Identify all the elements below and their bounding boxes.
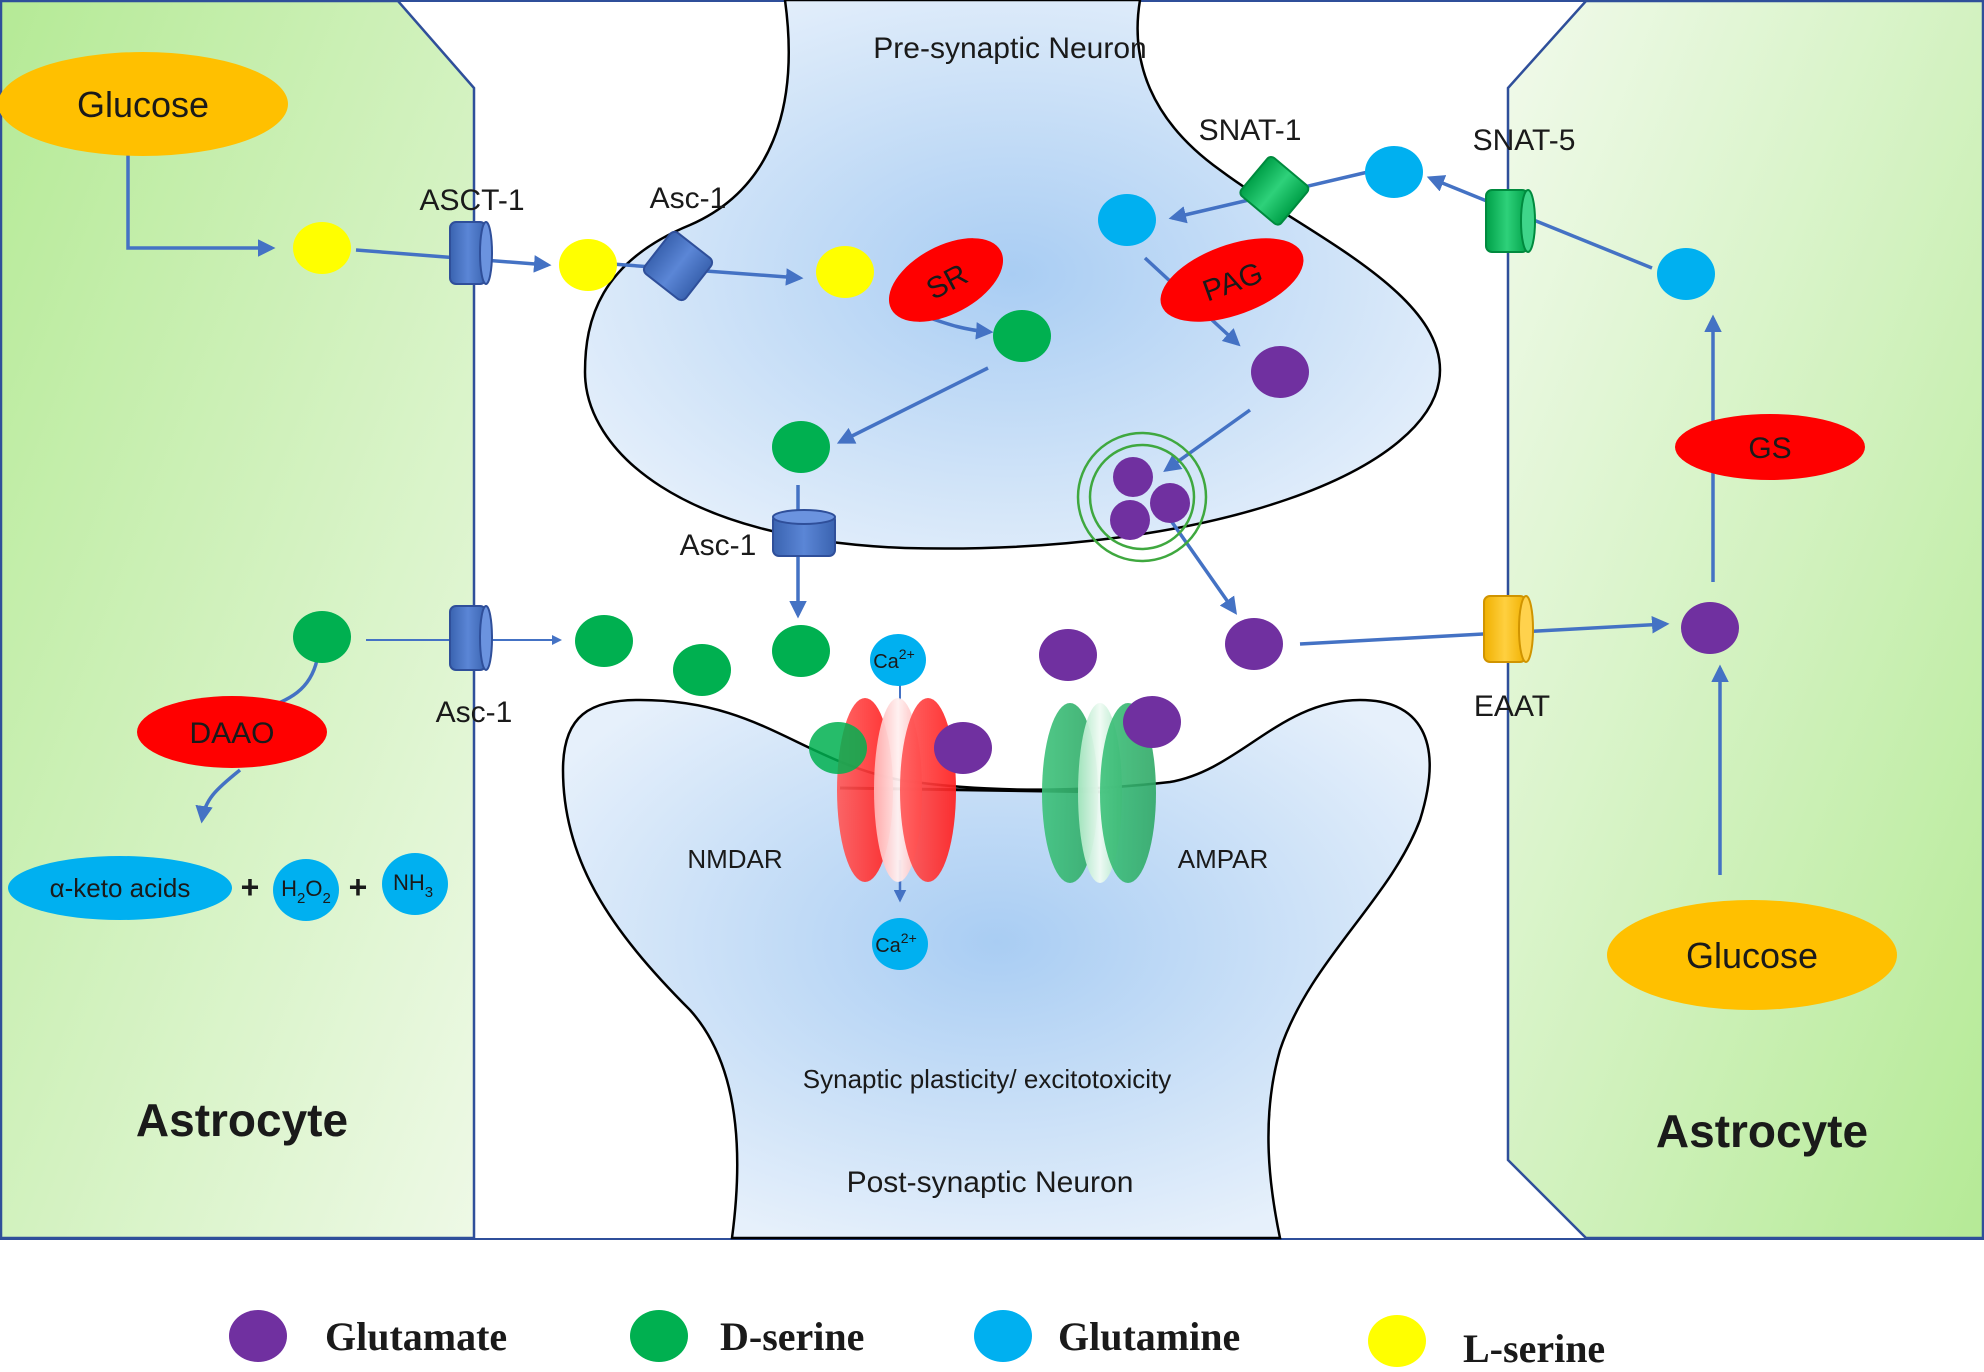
glucose-left-label: Glucose <box>77 84 209 125</box>
l-serine-dot <box>559 239 617 291</box>
glutamine-dot <box>1098 194 1156 246</box>
legend-item-glutamate: Glutamate <box>229 1310 507 1362</box>
calcium-top-base: Ca <box>873 651 899 673</box>
calcium-top-sup: 2+ <box>899 646 915 662</box>
labels: Pre-synaptic Neuron Post-synaptic Neuron… <box>136 32 1868 1199</box>
legend-item-glutamine: Glutamine <box>974 1310 1240 1362</box>
d-serine-dot <box>293 611 351 663</box>
transporter-eaat <box>1483 595 1534 663</box>
arrow-daao <box>195 768 242 824</box>
glutamate-vesicle-dot <box>1110 500 1150 540</box>
enzyme-daao: DAAO <box>137 696 327 768</box>
glutamate-dot <box>934 722 992 774</box>
nmdar-receptor <box>837 698 956 882</box>
arrow-dserine-down <box>836 366 989 444</box>
plus-sign: + <box>349 869 368 905</box>
glutamate-vesicle-dot <box>1113 457 1153 497</box>
nh3-base: NH <box>393 870 425 895</box>
transporter-asc1-left <box>449 605 493 671</box>
h2o2-sub1: 2 <box>297 890 305 907</box>
svg-text:Ca2+: Ca2+ <box>875 930 917 957</box>
glutamine-dot <box>1365 146 1423 198</box>
asc1-mid-label: Asc-1 <box>680 529 757 562</box>
transporter-asc1-mid <box>772 509 836 557</box>
arrow-snat5 <box>1426 175 1653 270</box>
astrocyte-left <box>0 0 476 1240</box>
molecules <box>293 146 1739 774</box>
asc1-left-label: Asc-1 <box>436 696 513 729</box>
pre-synaptic-label: Pre-synaptic Neuron <box>873 32 1146 65</box>
asct1-label: ASCT-1 <box>419 184 524 217</box>
legend-label-glutamine: Glutamine <box>1058 1314 1240 1359</box>
outcome-label: Synaptic plasticity/ excitotoxicity <box>803 1064 1171 1094</box>
nmdar-label: NMDAR <box>687 844 782 874</box>
synaptic-vesicle <box>1076 431 1208 563</box>
nh3-sub: 3 <box>425 884 433 901</box>
nh3-label: NH3 <box>393 870 433 901</box>
enzyme-gs: GS <box>1675 414 1865 480</box>
d-serine-dot <box>575 615 633 667</box>
calcium-bottom-sup: 2+ <box>901 930 917 946</box>
transporter-asct1 <box>449 221 493 285</box>
glutamate-vesicle-dot <box>1150 483 1190 523</box>
ampar-label: AMPAR <box>1178 844 1269 874</box>
glutamate-dot <box>1123 696 1181 748</box>
d-serine-dot <box>673 644 731 696</box>
asc1-top-label: Asc-1 <box>650 182 727 215</box>
calcium-bottom-base: Ca <box>875 935 901 957</box>
snat5-label: SNAT-5 <box>1473 124 1576 157</box>
glutamate-dot <box>1251 346 1309 398</box>
plus-sign: + <box>241 869 260 905</box>
legend-item-l-serine: L-serine <box>1368 1315 1605 1371</box>
h2o2-label: H2O2 <box>281 876 331 907</box>
svg-text:Ca2+: Ca2+ <box>873 646 915 673</box>
legend-label-l-serine: L-serine <box>1463 1326 1605 1371</box>
h2o2-sub2: 2 <box>323 890 331 907</box>
post-synaptic-label: Post-synaptic Neuron <box>847 1166 1134 1199</box>
astrocyte-left-label: Astrocyte <box>136 1094 348 1146</box>
calcium-ion-top: Ca2+ <box>870 634 926 686</box>
l-serine-dot <box>293 222 351 274</box>
calcium-ion-bottom: Ca2+ <box>872 918 928 970</box>
glutamate-dot <box>1225 618 1283 670</box>
legend: Glutamate D-serine Glutamine L-serine <box>229 1310 1605 1371</box>
transporter-asc1-top <box>642 230 714 302</box>
glucose-right: Glucose <box>1607 900 1897 1010</box>
d-serine-dot-bound <box>809 722 867 774</box>
h2o2-h: H <box>281 876 297 901</box>
gs-label: GS <box>1748 432 1791 465</box>
d-serine-dot <box>772 421 830 473</box>
daao-products: α-keto acids + H2O2 + NH3 <box>8 853 448 921</box>
legend-item-d-serine: D-serine <box>630 1310 864 1362</box>
keto-acids-label: α-keto acids <box>50 873 191 903</box>
glutamine-dot <box>1657 248 1715 300</box>
d-serine-dot <box>772 625 830 677</box>
d-serine-dot <box>993 310 1051 362</box>
transporter-snat1 <box>1239 155 1310 226</box>
glucose-left: Glucose <box>0 52 288 156</box>
transporter-snat5 <box>1485 189 1536 253</box>
astrocyte-right <box>1506 0 1984 1240</box>
legend-label-glutamate: Glutamate <box>325 1314 507 1359</box>
eaat-label: EAAT <box>1474 690 1550 723</box>
daao-label: DAAO <box>189 717 274 750</box>
glucose-right-label: Glucose <box>1686 935 1818 976</box>
enzyme-sr: SR <box>888 238 1004 322</box>
arrow-glucose-to-lserine <box>126 152 276 257</box>
astrocyte-right-label: Astrocyte <box>1656 1105 1868 1157</box>
l-serine-dot <box>816 246 874 298</box>
ampar-receptor <box>1042 703 1156 883</box>
h2o2-o: O <box>305 876 322 901</box>
enzyme-pag: PAG <box>1160 238 1304 322</box>
legend-label-d-serine: D-serine <box>720 1314 864 1359</box>
snat1-label: SNAT-1 <box>1199 114 1302 147</box>
glutamate-dot <box>1039 629 1097 681</box>
glutamate-dot <box>1681 602 1739 654</box>
